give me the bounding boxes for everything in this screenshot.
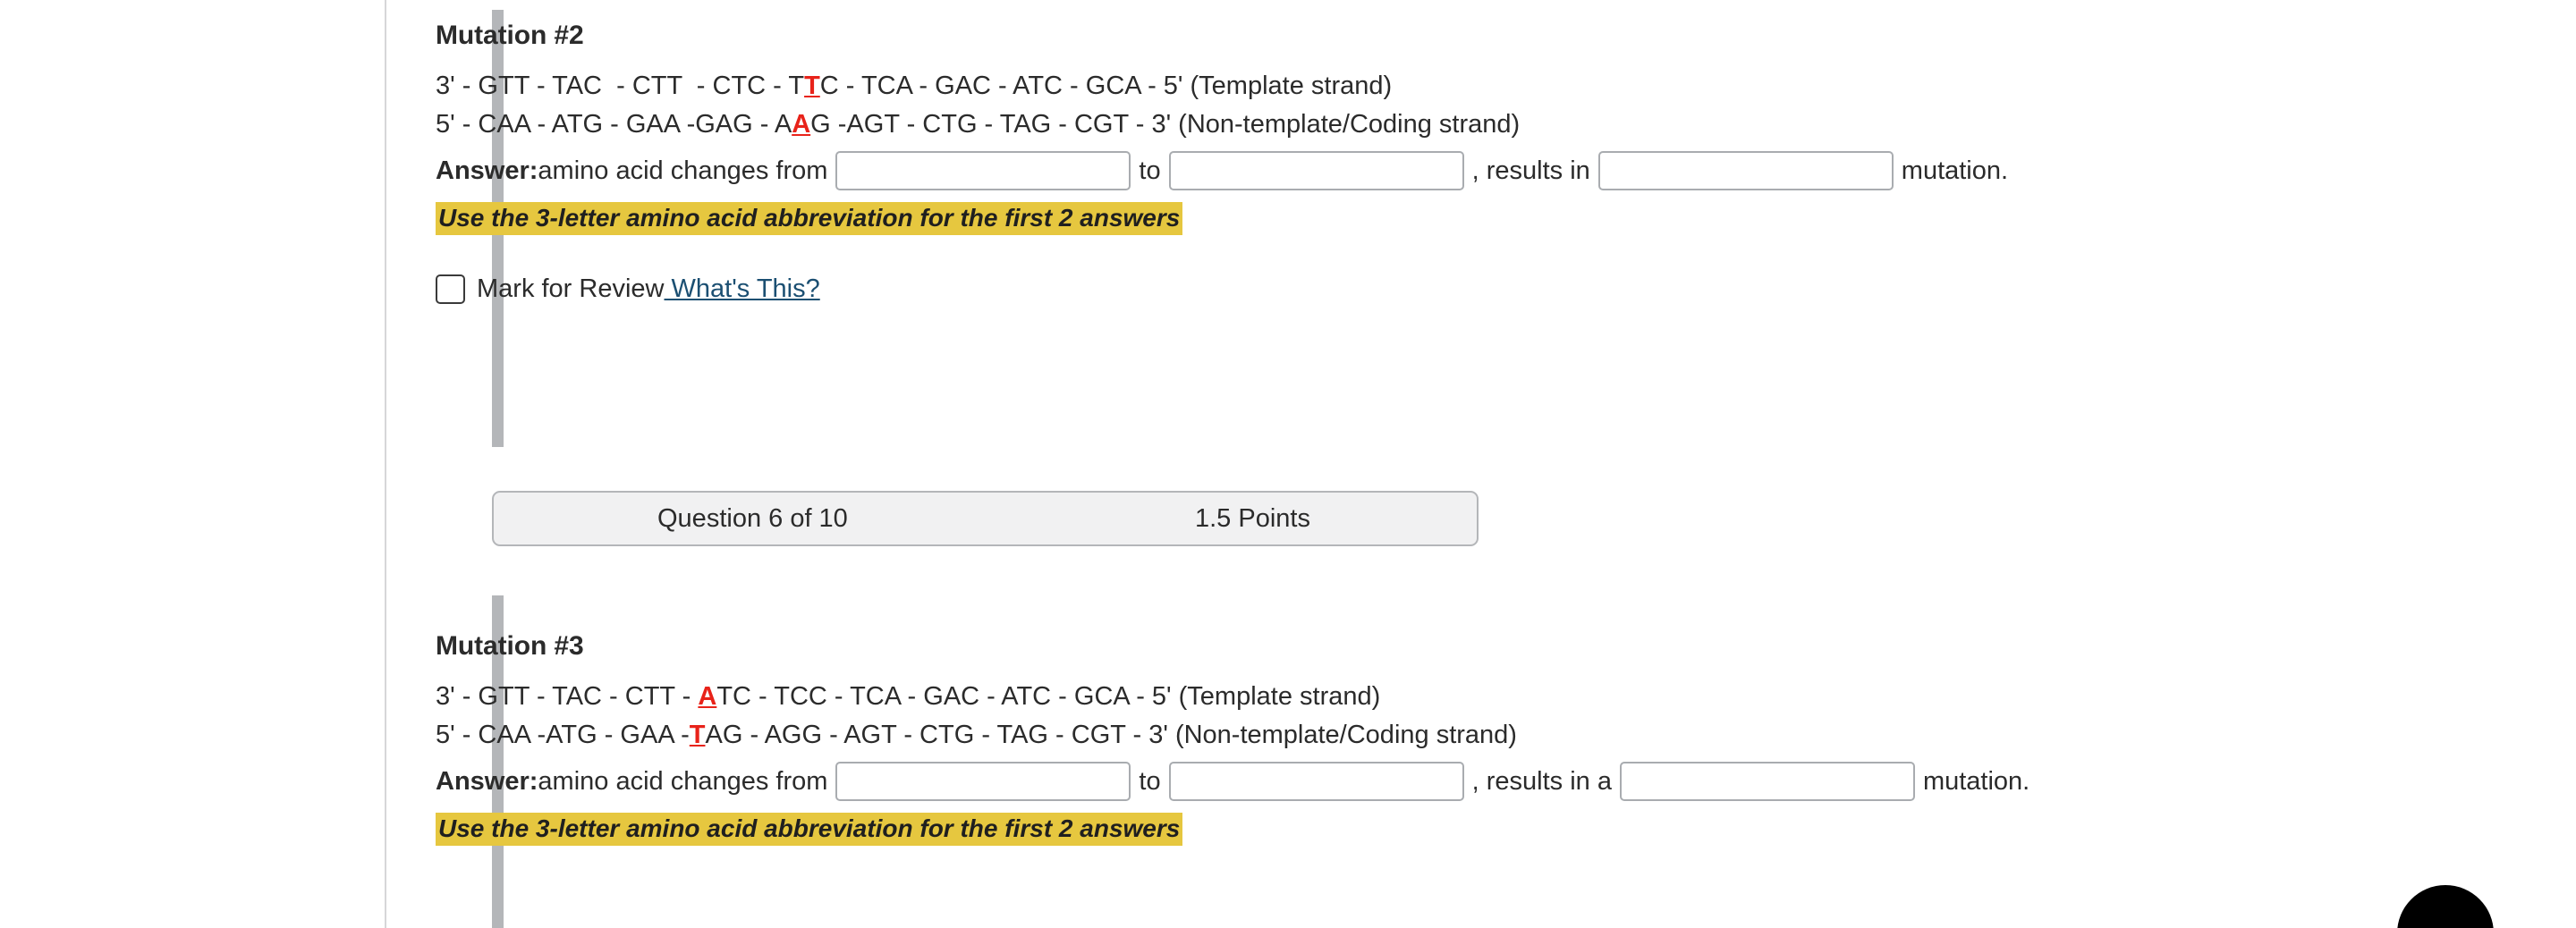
coding-strand-1: 5' - CAA - ATG - GAA -GAG - AAG -AGT - C… (436, 109, 2442, 139)
template-strand-2: 3' - GTT - TAC - CTT - ATC - TCC - TCA -… (436, 681, 2442, 712)
answer-label-2: Answer: (436, 766, 538, 796)
left-panel-divider (385, 0, 386, 928)
coding-strand-suffix-2: AG - AGG - AGT - CTG - TAG - CGT - 3' (N… (705, 721, 1517, 750)
answer-text-results-2: , results in a (1471, 766, 1612, 796)
whats-this-link[interactable]: What's This? (664, 274, 820, 303)
answer-text-results-1: , results in (1471, 156, 1590, 185)
coding-strand-mutated-base-1: A (792, 110, 811, 139)
template-strand-prefix-2: 3' - GTT - TAC - CTT - (436, 682, 699, 711)
answer-text-mutation-2: mutation. (1922, 766, 2030, 796)
question-content-column: Mutation #2 3' - GTT - TAC - CTT - CTC -… (385, 0, 2576, 928)
answer-text-from-1: amino acid changes from (538, 156, 828, 185)
amino-acid-to-input-2[interactable] (1168, 762, 1464, 802)
hint-text-2: Use the 3-letter amino acid abbreviation… (436, 813, 1183, 846)
answer-text-mutation-1: mutation. (1901, 156, 2009, 185)
help-bubble-button[interactable] (2397, 885, 2494, 928)
mark-for-review-label: Mark for Review (477, 274, 665, 303)
answer-text-to-2: to (1139, 766, 1161, 796)
answer-label-1: Answer: (436, 156, 538, 185)
hint-wrapper-2: Use the 3-letter amino acid abbreviation… (436, 813, 2442, 846)
template-strand-mutated-base-2: A (698, 682, 717, 711)
template-strand-1: 3' - GTT - TAC - CTT - CTC - TTC - TCA -… (436, 71, 2442, 101)
template-strand-suffix-2: TC - TCC - TCA - GAC - ATC - GCA - 5' (T… (716, 682, 1381, 711)
amino-acid-from-input-1[interactable] (835, 151, 1131, 191)
answer-text-to-1: to (1139, 156, 1161, 185)
mark-for-review-checkbox[interactable] (436, 274, 465, 304)
answer-text-from-2: amino acid changes from (538, 766, 828, 796)
question-block-mutation-2: Mutation #2 3' - GTT - TAC - CTT - CTC -… (385, 10, 2442, 304)
coding-strand-prefix-2: 5' - CAA -ATG - GAA - (436, 721, 690, 750)
question-meta-bar: Question 6 of 10 1.5 Points (492, 491, 1479, 546)
coding-strand-mutated-base-2: T (689, 721, 706, 750)
hint-text-1: Use the 3-letter amino acid abbreviation… (436, 202, 1183, 235)
amino-acid-from-input-2[interactable] (835, 762, 1131, 802)
coding-strand-2: 5' - CAA -ATG - GAA -TAG - AGG - AGT - C… (436, 720, 2442, 750)
coding-strand-prefix-1: 5' - CAA - ATG - GAA -GAG - A (436, 110, 792, 139)
mutation-type-input-2[interactable] (1619, 762, 1915, 802)
mutation-type-input-1[interactable] (1597, 151, 1894, 191)
answer-row-2: Answer:amino acid changes from to , resu… (436, 762, 2442, 802)
amino-acid-to-input-1[interactable] (1168, 151, 1464, 191)
question-title-1: Mutation #2 (436, 21, 584, 50)
template-strand-suffix-1: C - TCA - GAC - ATC - GCA - 5' (Template… (819, 72, 1393, 100)
coding-strand-suffix-1: G -AGT - CTG - TAG - CGT - 3' (Non-templ… (810, 110, 1521, 139)
question-number-label: Question 6 of 10 (657, 503, 848, 533)
question-title-2: Mutation #3 (436, 631, 584, 661)
answer-row-1: Answer:amino acid changes from to , resu… (436, 151, 2442, 191)
question-points-label: 1.5 Points (1195, 503, 1310, 533)
mark-for-review-row-1[interactable]: Mark for Review What's This? (436, 274, 2442, 304)
question-block-mutation-3: Mutation #3 3' - GTT - TAC - CTT - ATC -… (385, 595, 2442, 846)
template-strand-prefix-1: 3' - GTT - TAC - CTT - CTC - T (436, 72, 805, 100)
template-strand-mutated-base-1: T (804, 72, 820, 100)
hint-wrapper-1: Use the 3-letter amino acid abbreviation… (436, 202, 2442, 235)
